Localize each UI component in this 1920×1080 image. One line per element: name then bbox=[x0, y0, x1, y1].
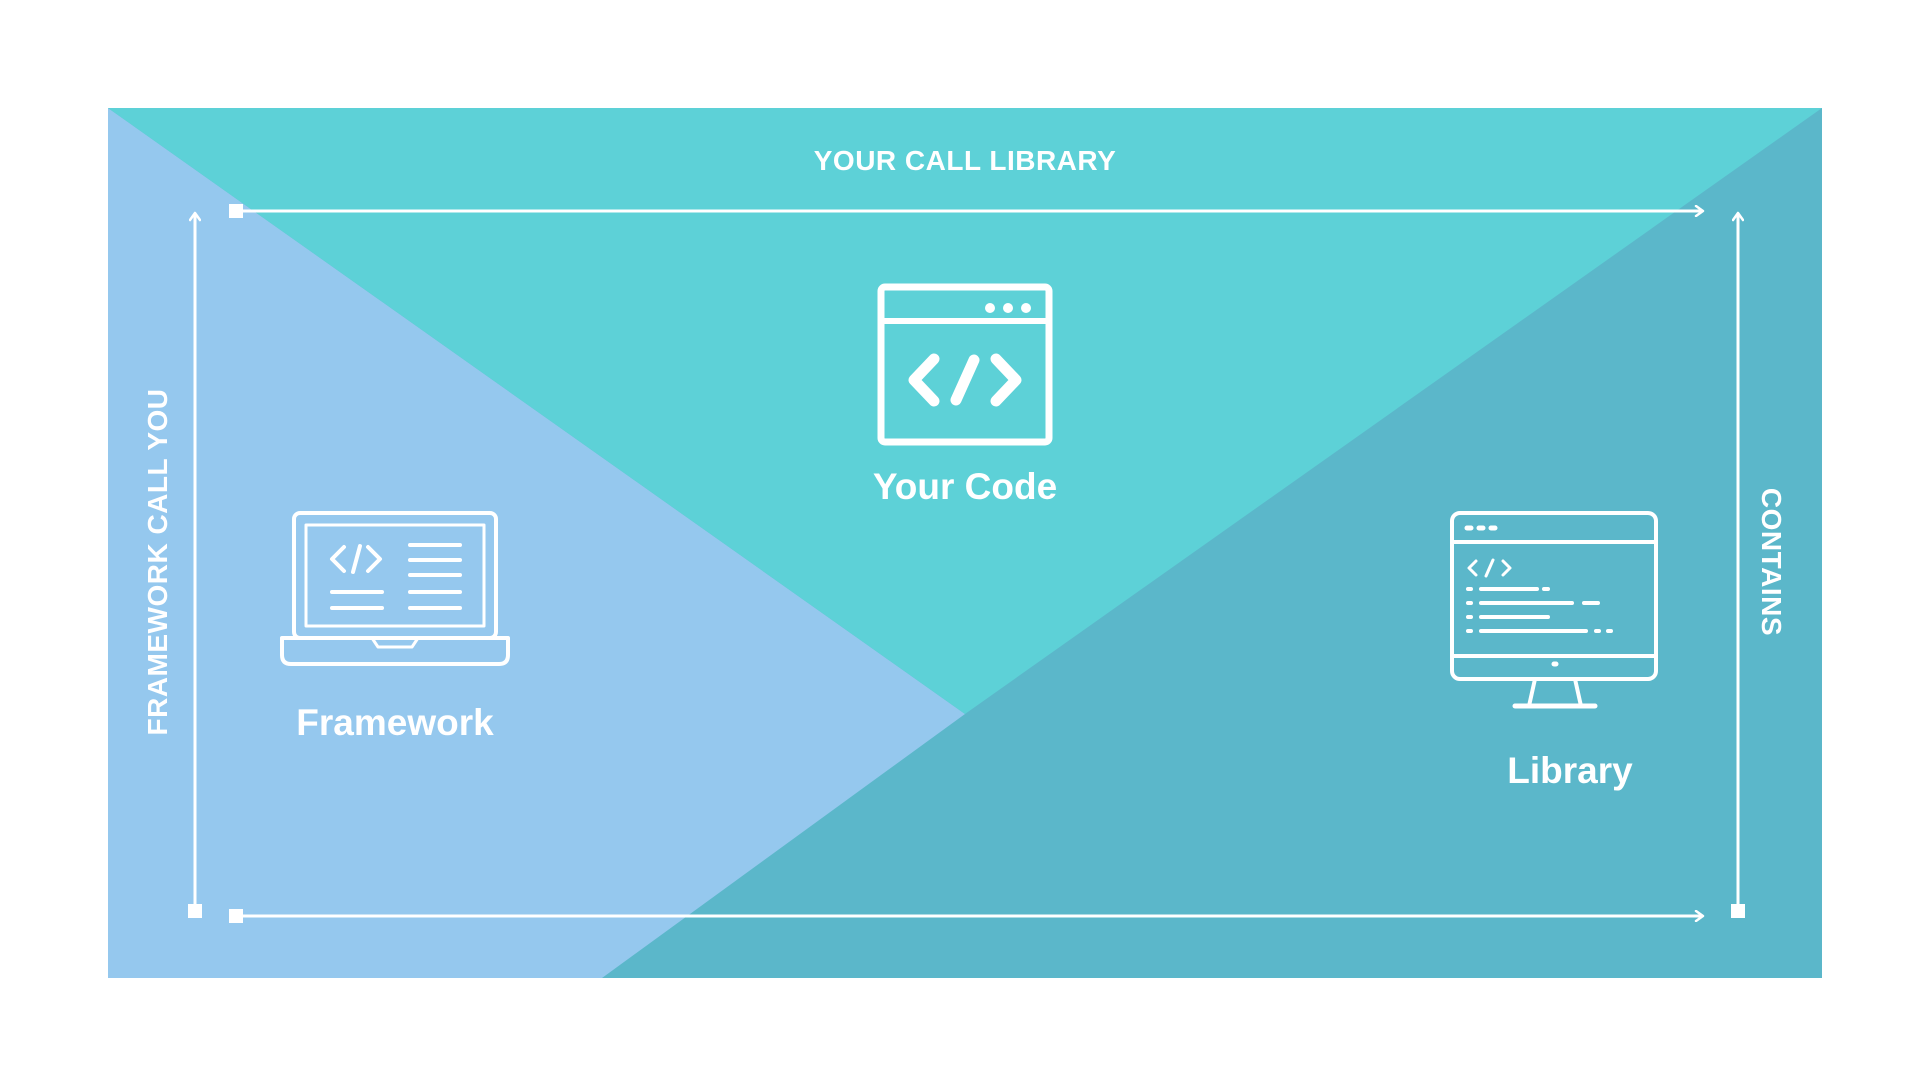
code-window-icon bbox=[877, 283, 1053, 446]
framework-label: Framework bbox=[296, 702, 494, 743]
your-code-label: Your Code bbox=[873, 466, 1057, 507]
right-arrow bbox=[1731, 213, 1745, 918]
laptop-code-icon bbox=[280, 511, 510, 666]
right-edge-label: CONTAINS bbox=[1756, 488, 1787, 636]
bottom-arrow bbox=[229, 909, 1703, 923]
your-code-region bbox=[108, 108, 1822, 714]
left-arrow bbox=[188, 213, 202, 918]
library-label: Library bbox=[1507, 750, 1633, 791]
top-edge-label: YOUR CALL LIBRARY bbox=[814, 145, 1117, 176]
left-edge-label: FRAMEWORK CALL YOU bbox=[142, 388, 173, 735]
top-arrow bbox=[229, 204, 1703, 218]
framework-region bbox=[108, 108, 965, 978]
monitor-code-icon bbox=[1450, 511, 1658, 709]
